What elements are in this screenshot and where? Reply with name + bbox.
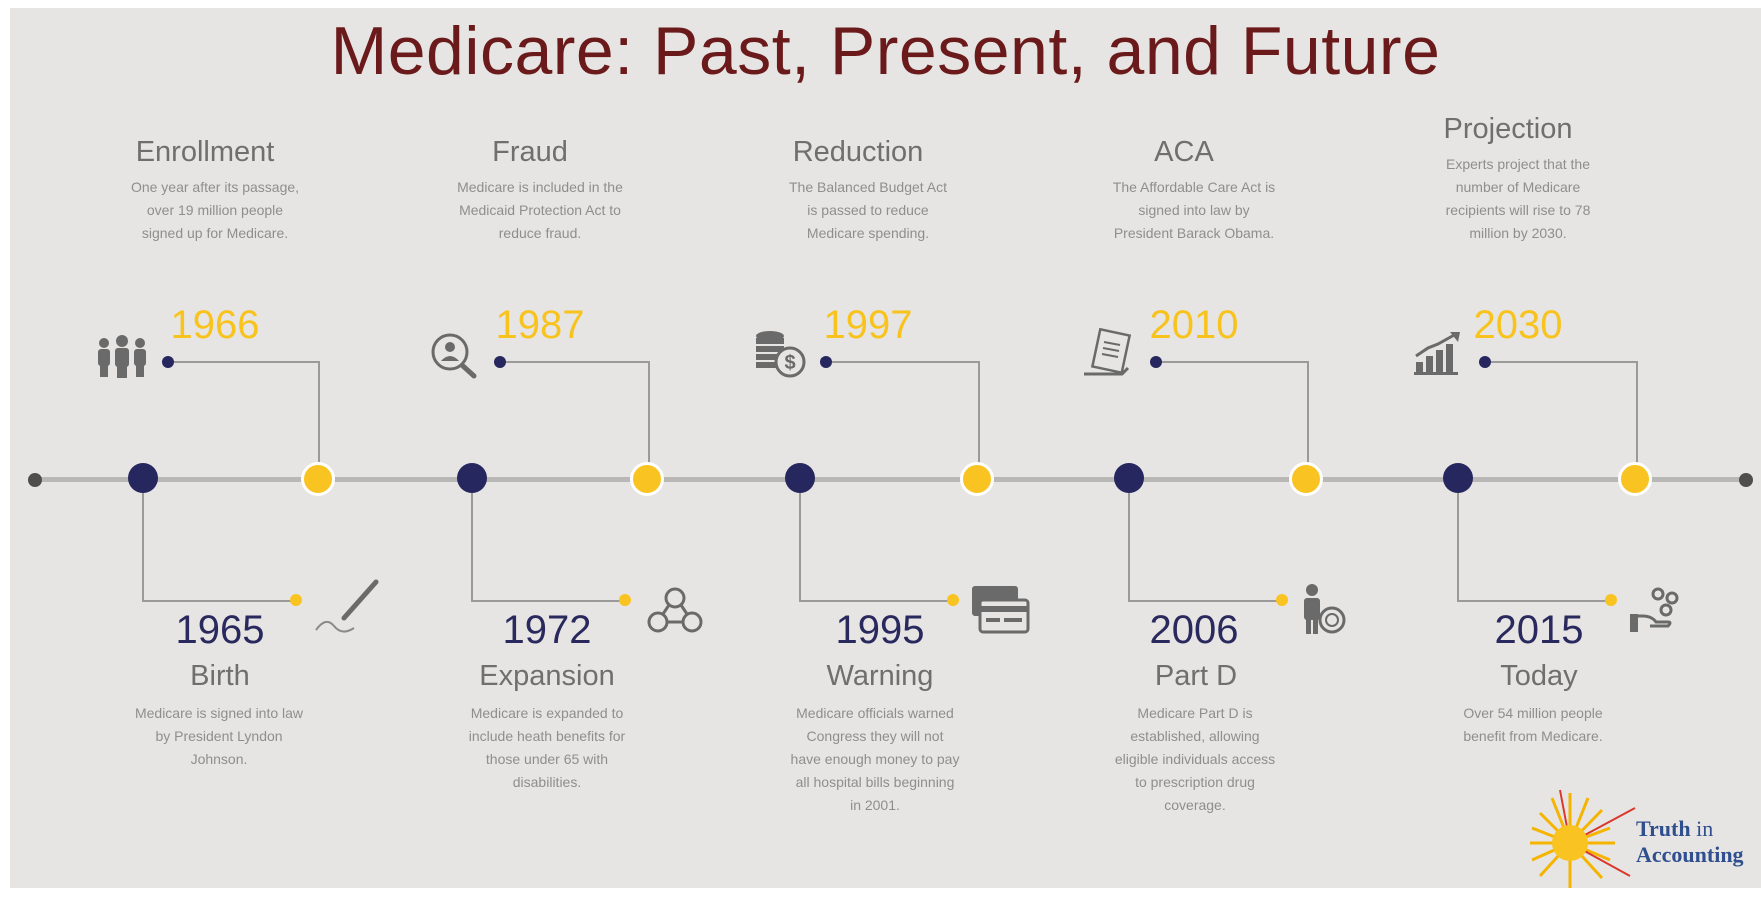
timeline-node-2030 xyxy=(1618,462,1652,496)
timeline-node-1966 xyxy=(301,462,335,496)
logo-line2: Accounting xyxy=(1636,842,1744,867)
event-heading-fraud: Fraud xyxy=(492,136,568,168)
hand-coins-icon xyxy=(1630,587,1679,632)
document-signing-icon xyxy=(1084,328,1132,376)
event-year-2030: 2030 xyxy=(1473,303,1563,347)
event-connector xyxy=(1128,493,1280,602)
timeline-axis xyxy=(35,477,1750,482)
timeline-start-cap xyxy=(28,473,42,487)
people-group-icon xyxy=(98,335,146,378)
event-connector xyxy=(799,493,951,602)
event-desc-reduction: The Balanced Budget Act is passed to red… xyxy=(789,179,947,241)
event-marker-dot xyxy=(1276,594,1288,606)
event-connector xyxy=(1162,361,1309,473)
event-heading-enrollment: Enrollment xyxy=(135,136,275,168)
event-heading-part-d: Part D xyxy=(1154,660,1238,692)
timeline-node-1965 xyxy=(128,463,158,493)
event-connector xyxy=(506,361,650,473)
event-desc-part-d: Medicare Part D is established, allowing… xyxy=(1114,705,1276,813)
event-year-2006: 2006 xyxy=(1149,608,1239,652)
event-marker-dot xyxy=(1479,356,1491,368)
timeline-end-cap xyxy=(1739,473,1753,487)
event-year-1997: 1997 xyxy=(823,303,913,347)
event-connector xyxy=(471,493,623,602)
event-desc-warning: Medicare officials warned Congress they … xyxy=(790,705,960,813)
coins-dollar-icon: $ xyxy=(756,331,806,378)
timeline-node-1995 xyxy=(785,463,815,493)
event-year-1972: 1972 xyxy=(502,608,592,652)
event-desc-expansion: Medicare is expanded to include heath be… xyxy=(468,705,626,790)
event-heading-warning: Warning xyxy=(826,660,934,692)
sunburst-logo-icon xyxy=(1530,789,1636,888)
event-desc-birth: Medicare is signed into law by President… xyxy=(134,705,304,767)
credit-cards-icon xyxy=(972,586,1030,634)
event-marker-dot xyxy=(1150,356,1162,368)
logo-line1b: in xyxy=(1690,816,1714,841)
event-connector xyxy=(174,361,320,473)
event-marker-dot xyxy=(619,594,631,606)
person-coin-icon xyxy=(1304,584,1346,634)
event-desc-today: Over 54 million people benefit from Medi… xyxy=(1463,705,1603,744)
magnifier-person-icon xyxy=(431,333,477,379)
event-connector xyxy=(142,493,294,602)
logo-text: Truth in Accounting xyxy=(1636,816,1744,868)
event-marker-dot xyxy=(947,594,959,606)
event-year-1995: 1995 xyxy=(835,608,925,652)
event-desc-aca: The Affordable Care Act is signed into l… xyxy=(1112,179,1276,241)
event-heading-today: Today xyxy=(1500,660,1578,692)
timeline-node-1972 xyxy=(457,463,487,493)
event-heading-birth: Birth xyxy=(190,660,250,692)
event-marker-dot xyxy=(820,356,832,368)
event-connector xyxy=(1491,361,1638,473)
pen-signature-icon xyxy=(315,579,379,633)
event-desc-projection: Experts project that the number of Medic… xyxy=(1445,156,1591,241)
event-year-1987: 1987 xyxy=(495,303,585,347)
timeline-node-1997 xyxy=(960,462,994,496)
event-marker-dot xyxy=(1605,594,1617,606)
page-title: Medicare: Past, Present, and Future xyxy=(330,13,1441,89)
event-heading-expansion: Expansion xyxy=(479,660,615,692)
svg-text:$: $ xyxy=(784,352,795,374)
logo-line1a: Truth xyxy=(1636,816,1691,841)
event-connector xyxy=(1457,493,1609,602)
event-desc-fraud: Medicare is included in the Medicaid Pro… xyxy=(457,179,623,241)
event-heading-reduction: Reduction xyxy=(792,136,924,168)
infographic-canvas: Medicare: Past, Present, and Future Enro… xyxy=(10,8,1761,888)
event-desc-enrollment: One year after its passage, over 19 mill… xyxy=(130,179,300,241)
rising-chart-icon xyxy=(1414,332,1460,375)
timeline-node-2010 xyxy=(1289,462,1323,496)
event-marker-dot xyxy=(162,356,174,368)
event-connector xyxy=(832,361,980,473)
timeline-node-2015 xyxy=(1443,463,1473,493)
timeline-node-2006 xyxy=(1114,463,1144,493)
event-year-1965: 1965 xyxy=(175,608,265,652)
event-heading-projection: Projection xyxy=(1443,113,1573,145)
event-marker-dot xyxy=(290,594,302,606)
event-year-2010: 2010 xyxy=(1149,303,1239,347)
event-heading-aca: ACA xyxy=(1154,136,1214,168)
event-marker-dot xyxy=(494,356,506,368)
timeline-node-1987 xyxy=(630,462,664,496)
event-year-1966: 1966 xyxy=(170,303,260,347)
event-year-2015: 2015 xyxy=(1494,608,1584,652)
network-people-icon xyxy=(647,587,703,633)
